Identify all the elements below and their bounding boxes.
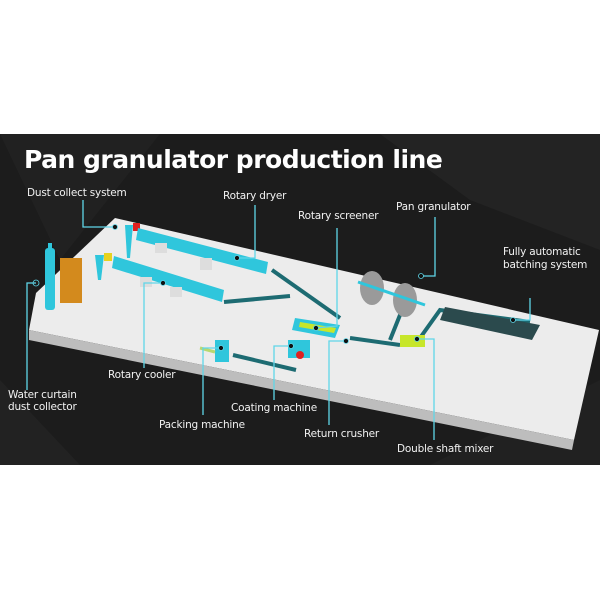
pan-granulators <box>357 271 426 317</box>
diagram-panel: Pan granulator production line Dust coll… <box>0 134 600 465</box>
page-title: Pan granulator production line <box>24 145 443 174</box>
label-packing-machine: Packing machine <box>159 419 245 431</box>
label-double-shaft-mixer: Double shaft mixer <box>397 443 494 455</box>
label-dust-collect-system: Dust collect system <box>27 187 127 199</box>
label-rotary-cooler: Rotary cooler <box>108 369 176 381</box>
label-batching-system-line1: Fully automatic <box>503 246 581 258</box>
label-rotary-dryer: Rotary dryer <box>223 190 287 202</box>
dust-collect-system <box>95 223 140 280</box>
label-coating-machine: Coating machine <box>231 402 318 414</box>
rotary-cooler <box>112 256 224 302</box>
label-water-curtain-line1: Water curtain <box>8 389 77 401</box>
batching-system <box>440 307 540 340</box>
water-curtain-dust-collector <box>45 243 82 310</box>
label-batching-system-line2: batching system <box>503 259 588 271</box>
label-return-crusher: Return crusher <box>304 428 380 440</box>
label-rotary-screener: Rotary screener <box>298 210 379 222</box>
rotary-dryer <box>136 228 268 274</box>
label-water-curtain-line2: dust collector <box>8 401 77 413</box>
production-line-illustration <box>0 134 600 465</box>
leader-dots <box>32 224 516 351</box>
label-pan-granulator: Pan granulator <box>396 201 471 213</box>
